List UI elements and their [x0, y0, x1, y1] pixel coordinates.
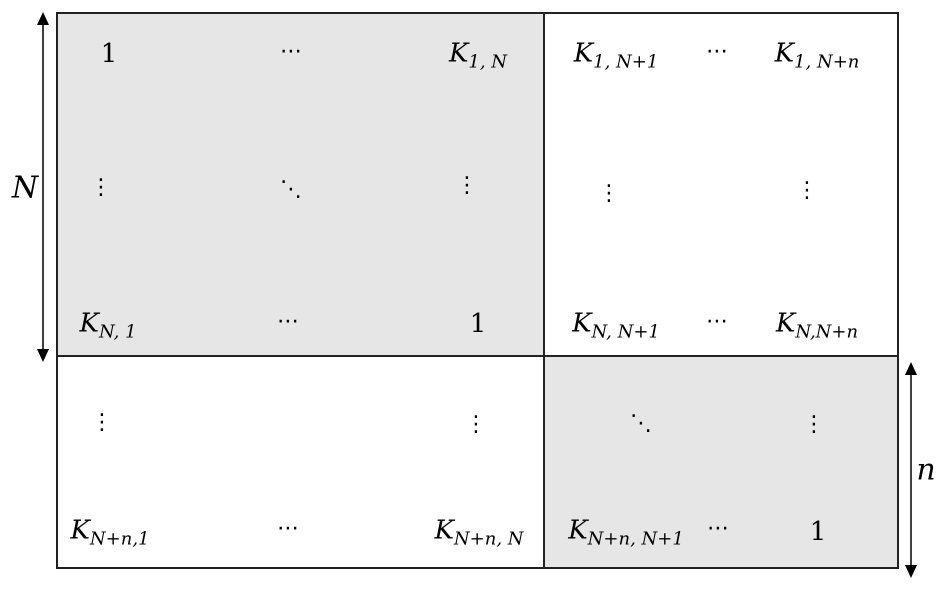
ellipsis-h: ⋯	[277, 516, 299, 541]
cell-N-1: KN, 1	[79, 308, 137, 343]
cell-1-N: K1, N	[448, 38, 508, 73]
ellipsis-diag: ⋱	[630, 411, 652, 436]
dimension-label-n: n	[916, 452, 936, 488]
cell-N-N: 1	[469, 309, 487, 339]
ellipsis-h: ⋯	[706, 39, 728, 64]
ellipsis-v: ⋮	[796, 178, 818, 203]
dimension-label-N: N	[11, 170, 39, 206]
cell-N-N+n: KN,N+n	[775, 308, 859, 343]
cell-1-1: 1	[100, 39, 118, 69]
cell-1-N+1: K1, N+1	[573, 38, 659, 73]
ellipsis-h: ⋯	[277, 309, 299, 334]
cell-N-N+1: KN, N+1	[572, 308, 660, 343]
ellipsis-h: ⋯	[706, 309, 728, 334]
ellipsis-h: ⋯	[280, 39, 302, 64]
ellipsis-v: ⋮	[465, 412, 487, 437]
ellipsis-v: ⋮	[456, 173, 478, 198]
top-left-block	[56, 12, 544, 356]
vertical-divider	[543, 12, 545, 569]
ellipsis-v: ⋮	[90, 175, 112, 200]
cell-1-N+n: K1, N+n	[774, 38, 860, 73]
ellipsis-h: ⋯	[707, 516, 729, 541]
left-arrow-icon	[37, 12, 49, 362]
right-arrow-icon	[905, 362, 917, 578]
ellipsis-v: ⋮	[91, 410, 113, 435]
bottom-right-block	[544, 356, 899, 569]
ellipsis-diag: ⋱	[280, 177, 302, 202]
cell-N+n-N+1: KN+n, N+1	[568, 515, 684, 550]
ellipsis-v: ⋮	[598, 181, 620, 206]
cell-N+n-N+n: 1	[809, 517, 827, 547]
horizontal-divider	[56, 355, 899, 357]
ellipsis-v: ⋮	[803, 412, 825, 437]
cell-N+n-N: KN+n, N	[434, 515, 524, 550]
cell-N+n-1: KN+n,1	[70, 515, 150, 550]
